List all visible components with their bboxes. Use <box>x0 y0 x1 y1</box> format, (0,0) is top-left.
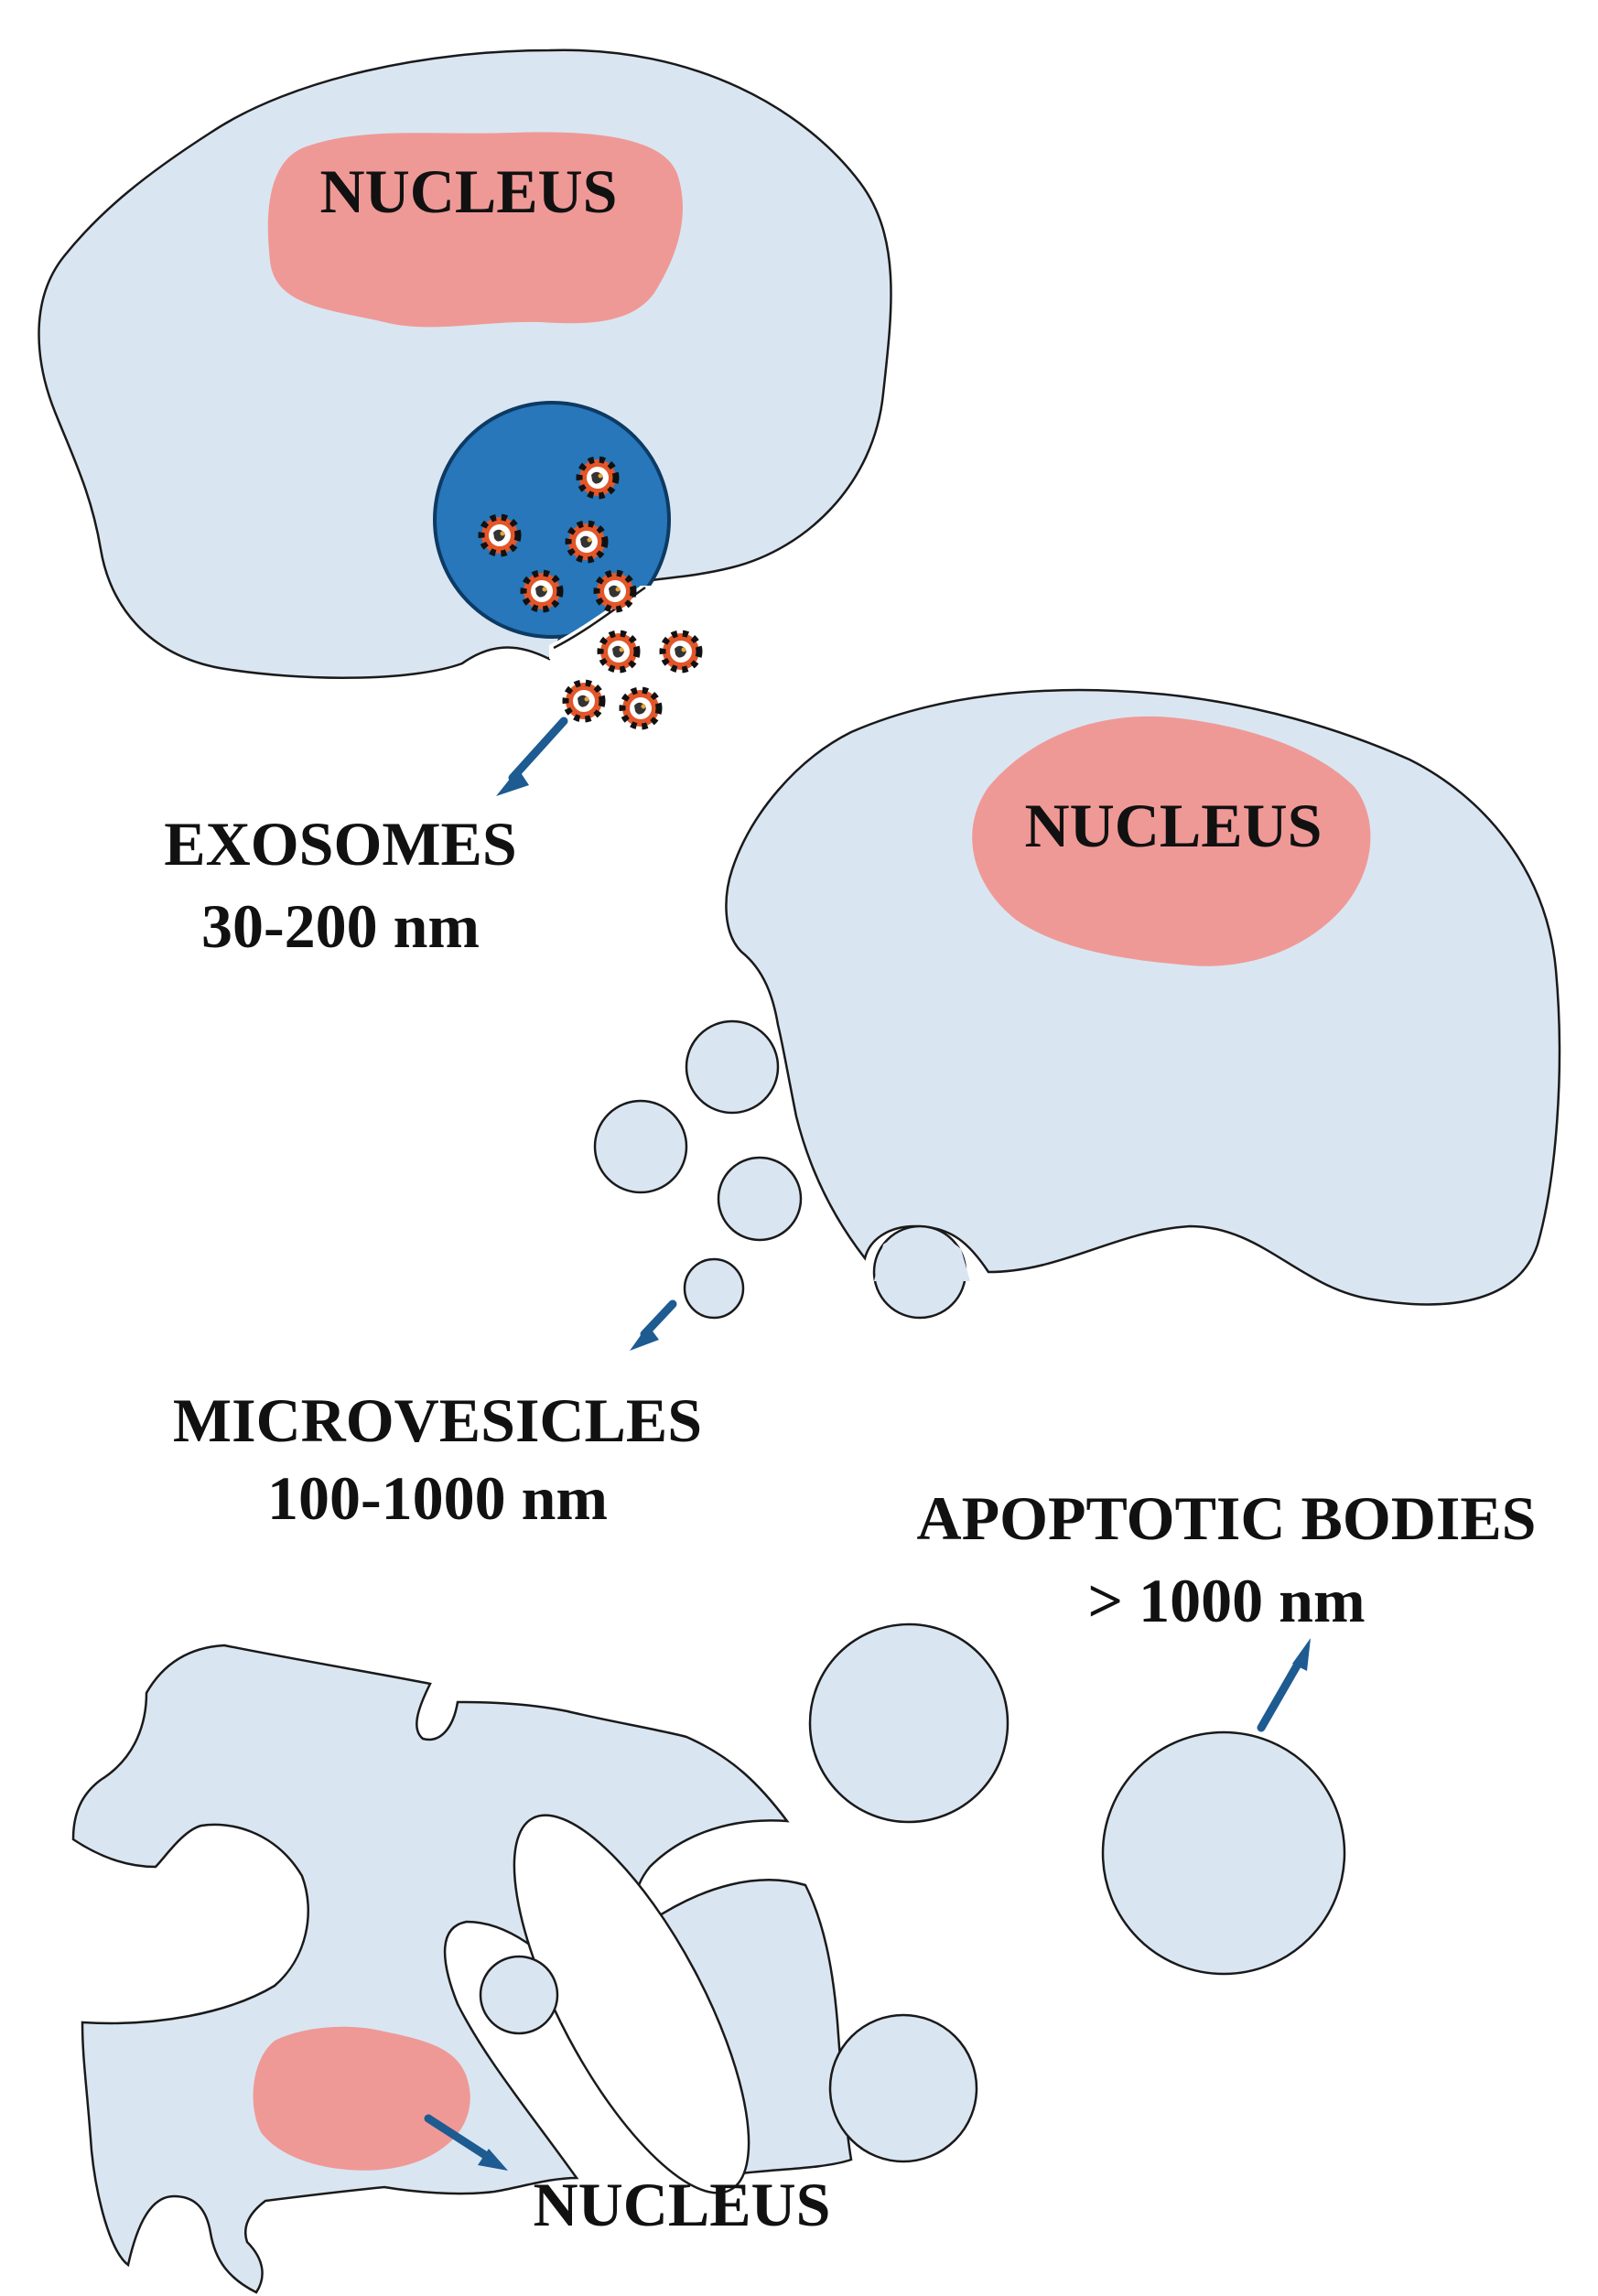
microvesicles-arrow <box>630 1299 677 1351</box>
microvesicles <box>593 1019 803 1320</box>
microvesicles-size-label: 100-1000 nm <box>267 1463 608 1533</box>
apoptotic-body <box>828 2013 978 2163</box>
microvesicle-bud-edge-cover <box>874 1234 970 1281</box>
apoptotic-cell-cavity <box>513 1814 750 2194</box>
microvesicle-cell-nucleus <box>972 716 1371 966</box>
apoptotic-bodies-size-label: > 1000 nm <box>1087 1566 1365 1635</box>
exosomes-size-label: 30-200 nm <box>201 891 480 961</box>
microvesicle <box>685 1019 780 1115</box>
microvesicle-cell-nucleus-label: NUCLEUS <box>1025 791 1323 860</box>
exosome-cell: NUCLEUS EXOSOMES 30-200 nm <box>38 49 892 961</box>
exosome-arrow <box>496 717 568 796</box>
microvesicle-cell: NUCLEUS MICROVESICLES 100-1000 nm <box>173 688 1561 1533</box>
apoptotic-cell-nucleus-label: NUCLEUS <box>534 2170 831 2239</box>
apoptotic-bodies-label: APOPTOTIC BODIES <box>916 1483 1536 1553</box>
exosome-cell-nucleus <box>267 132 683 328</box>
apoptotic-bodies <box>808 1622 1346 2163</box>
apoptotic-body <box>1101 1730 1346 1976</box>
apoptotic-bodies-arrow <box>1257 1638 1311 1732</box>
apoptotic-body <box>808 1622 1010 1824</box>
membrane-fusion-gap <box>549 586 696 659</box>
apoptotic-cell: APOPTOTIC BODIES > 1000 nm NUCLEUS <box>71 1483 1537 2294</box>
exosomes-label: EXOSOMES <box>164 809 516 879</box>
apoptotic-inner-body <box>479 1955 559 2035</box>
microvesicle <box>683 1257 745 1320</box>
apoptotic-nucleus-arrow <box>424 2114 508 2171</box>
apoptotic-cell-nucleus <box>253 2026 470 2171</box>
exosome-cell-nucleus-label: NUCLEUS <box>320 156 618 226</box>
microvesicle <box>717 1156 803 1242</box>
microvesicles-label: MICROVESICLES <box>173 1385 702 1455</box>
microvesicle <box>593 1099 688 1194</box>
